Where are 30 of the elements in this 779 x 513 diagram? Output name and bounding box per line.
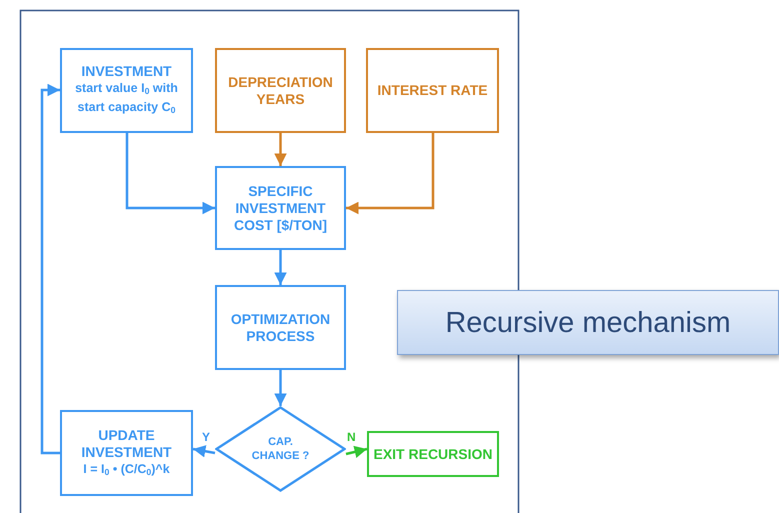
arrow <box>40 84 60 454</box>
node-detail: I = I$_{0}$ • (C/C$_{0}$)^k <box>83 460 170 478</box>
node-detail: start value I$_{0}$ with start capacity C$_{0}$ <box>74 80 179 117</box>
process-box <box>215 166 346 250</box>
node-label: UPDATE INVESTMENT <box>80 426 173 461</box>
node-label: CAP. CHANGE ? <box>250 435 310 463</box>
arrow <box>346 133 434 214</box>
input-box <box>215 48 346 133</box>
edge-label: Y <box>201 431 212 444</box>
callout-box <box>397 290 779 355</box>
node-label: INTEREST RATE <box>377 82 488 99</box>
arrow <box>346 446 368 458</box>
node-label: EXIT RECURSION <box>373 446 492 462</box>
arrow <box>274 370 287 406</box>
node-label: INVESTMENT <box>81 63 172 80</box>
arrow <box>274 133 287 166</box>
node-label: DEPRECIATION YEARS <box>227 74 334 108</box>
edge-label: N <box>346 431 357 444</box>
decision-diamond <box>215 406 346 492</box>
process-box <box>60 410 193 496</box>
node-label: OPTIMIZATION PROCESS <box>230 310 332 344</box>
terminal-box <box>367 431 499 477</box>
arrow <box>126 133 215 214</box>
input-box <box>366 48 499 133</box>
process-box <box>60 48 193 133</box>
arrow <box>274 250 287 285</box>
callout-text: Recursive mechanism <box>445 306 731 340</box>
node-label: SPECIFIC INVESTMENT COST [$/TON] <box>232 182 328 234</box>
process-box <box>215 285 346 370</box>
arrow <box>192 445 216 458</box>
